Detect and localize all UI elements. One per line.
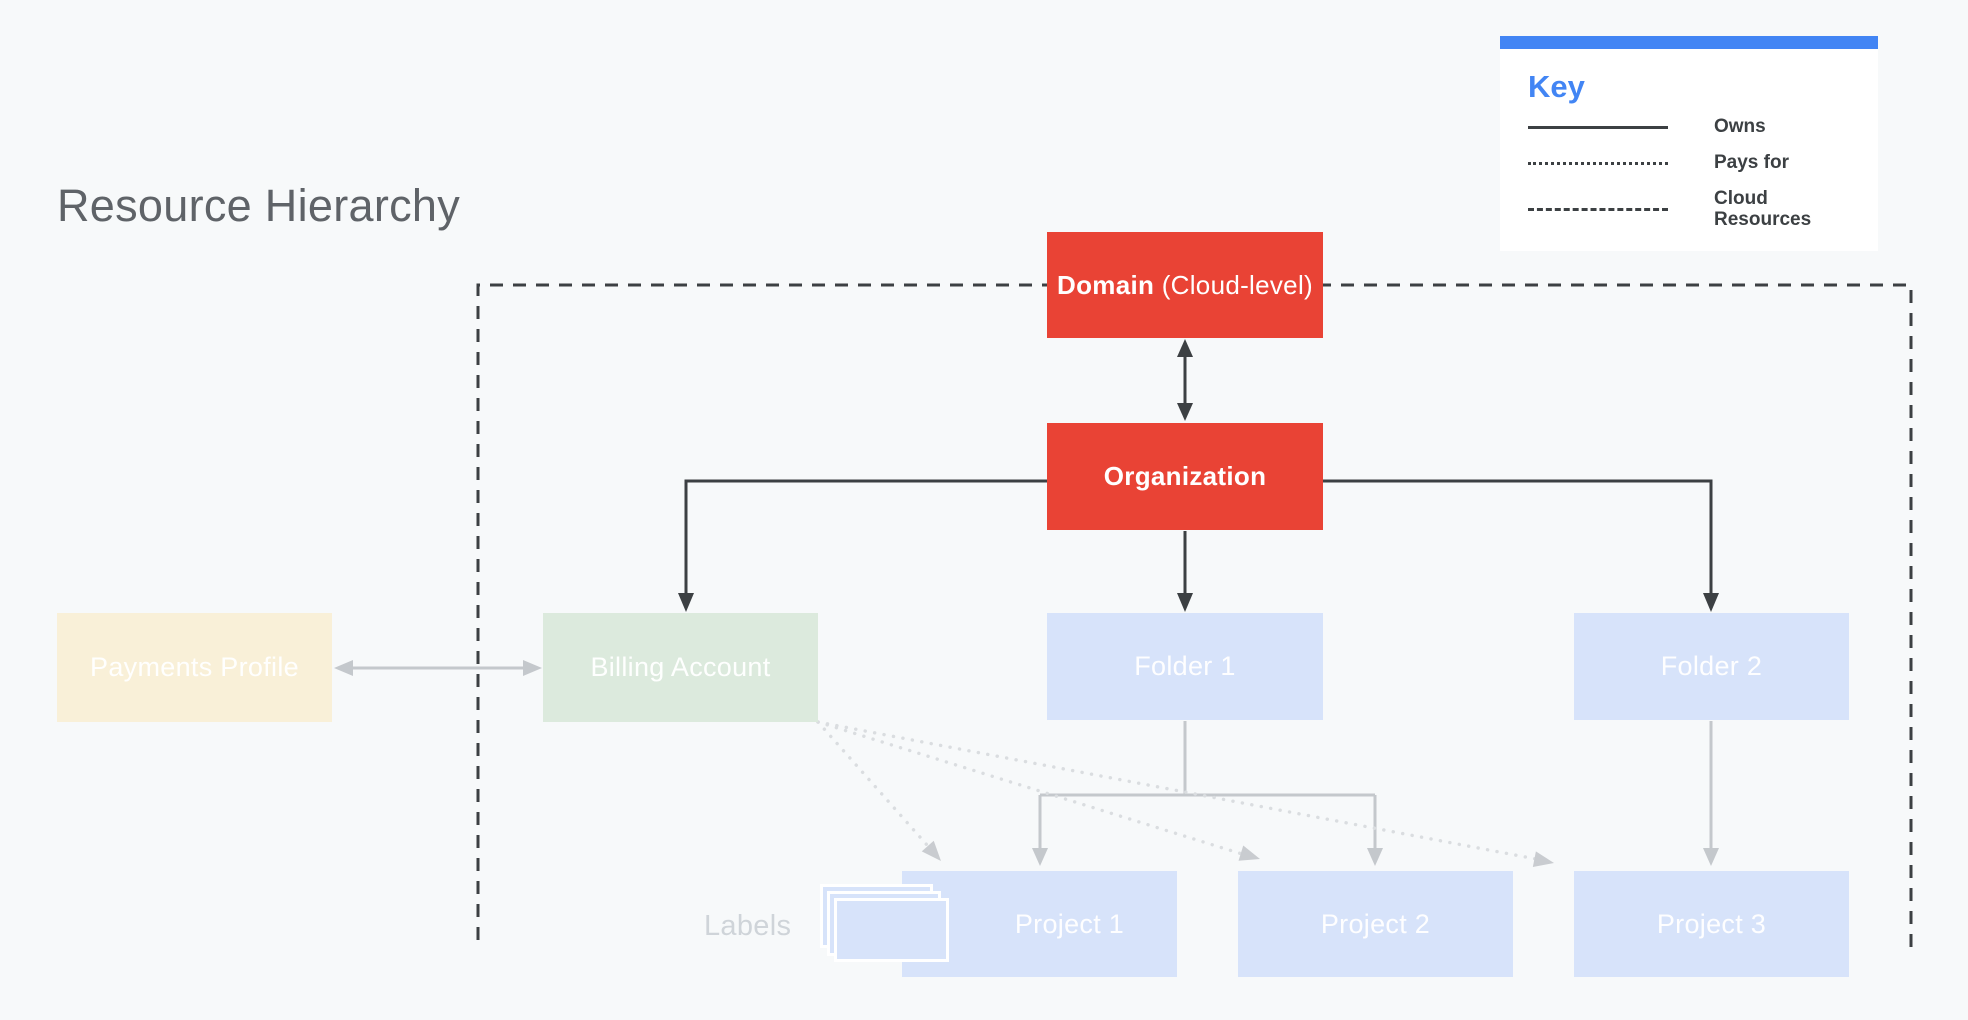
legend-item-owns: Owns: [1528, 116, 1868, 138]
legend-item-cloud-resources: Cloud Resources: [1528, 188, 1868, 231]
node-project-2: Project 2: [1238, 871, 1513, 977]
legend-item-pays-for: Pays for: [1528, 152, 1868, 174]
node-domain: Domain (Cloud-level): [1047, 232, 1323, 338]
node-organization: Organization: [1047, 423, 1323, 530]
node-folder-1: Folder 1: [1047, 613, 1323, 720]
dashed-line-sample: [1528, 208, 1668, 212]
domain-label-bold: Domain: [1057, 269, 1155, 300]
legend-title: Key: [1528, 69, 1585, 104]
node-payments-profile: Payments Profile: [57, 613, 332, 722]
node-project-3: Project 3: [1574, 871, 1849, 977]
node-folder-2: Folder 2: [1574, 613, 1849, 720]
legend-panel: Key Owns Pays for Cloud Resources: [1500, 36, 1878, 251]
gray-connectors: [334, 660, 1719, 866]
pays-for-arrowheads: [921, 840, 1554, 868]
labels-caption: Labels: [704, 910, 792, 942]
legend-accent-bar: [1500, 36, 1878, 49]
labels-stack-icon: [834, 898, 949, 962]
pays-for-connectors: [816, 720, 1538, 861]
dotted-line-sample: [1528, 161, 1668, 165]
solid-line-sample: [1528, 125, 1668, 129]
domain-label-suffix: (Cloud-level): [1154, 269, 1313, 300]
owns-connectors: [678, 339, 1719, 612]
legend-body: Key Owns Pays for Cloud Resources: [1500, 49, 1878, 251]
cloud-resources-boundary: [476, 283, 1913, 952]
page-title: Resource Hierarchy: [57, 180, 461, 231]
node-billing-account: Billing Account: [543, 613, 818, 722]
